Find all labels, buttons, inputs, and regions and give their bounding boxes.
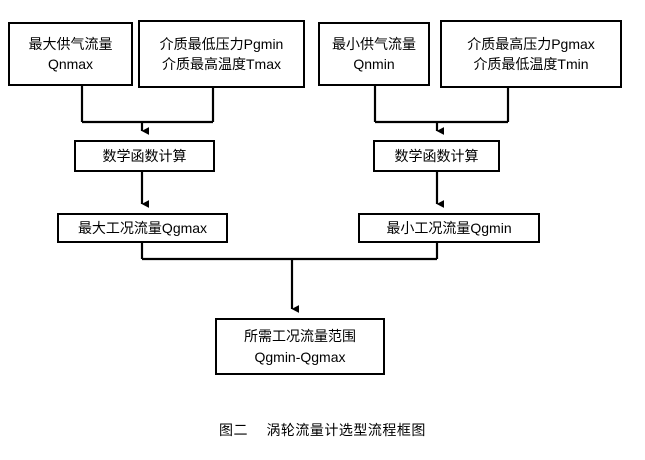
node-max-supply-flow[interactable]: 最大供气流量 Qnmax [8, 22, 133, 86]
node-max-working-flow-qgmax-label: 最大工况流量Qgmax [77, 219, 208, 236]
node-min-working-flow-qgmin-label: 最小工况流量Qgmin [386, 219, 512, 236]
node-min-supply-flow[interactable]: 最小供气流量 Qnmin [318, 22, 430, 86]
node-min-pressure-max-temp[interactable]: 介质最低压力Pgmin 介质最高温度Tmax [138, 20, 305, 88]
node-math-function-calc-right[interactable]: 数学函数计算 [373, 140, 500, 172]
node-min-supply-flow-line2: Qnmin [353, 56, 395, 72]
node-required-working-flow-range-line2: Qgmin-Qgmax [254, 348, 346, 365]
node-math-function-calc-left[interactable]: 数学函数计算 [74, 140, 215, 172]
node-min-pressure-max-temp-line2: 介质最高温度Tmax [162, 56, 281, 72]
node-min-supply-flow-line1: 最小供气流量 [332, 35, 416, 52]
node-max-working-flow-qgmax[interactable]: 最大工况流量Qgmax [57, 213, 228, 243]
node-max-pressure-min-temp-line1: 介质最高压力Pgmax [467, 35, 595, 52]
node-min-pressure-max-temp-line1: 介质最低压力Pgmin [159, 35, 284, 52]
figure-caption-text: 涡轮流量计选型流程框图 [266, 422, 426, 438]
node-max-pressure-min-temp-line2: 介质最低温度Tmin [473, 56, 589, 72]
node-min-working-flow-qgmin[interactable]: 最小工况流量Qgmin [358, 213, 540, 243]
node-max-supply-flow-line1: 最大供气流量 [28, 35, 113, 52]
node-math-function-calc-right-label: 数学函数计算 [394, 147, 479, 164]
node-max-pressure-min-temp[interactable]: 介质最高压力Pgmax 介质最低温度Tmin [440, 20, 622, 88]
node-required-working-flow-range-line1: 所需工况流量范围 [244, 328, 356, 345]
figure-caption: 图二 涡轮流量计选型流程框图 [0, 420, 645, 440]
node-required-working-flow-range[interactable]: 所需工况流量范围 Qgmin-Qgmax [215, 318, 385, 375]
node-max-supply-flow-line2: Qnmax [47, 56, 94, 72]
node-math-function-calc-left-label: 数学函数计算 [102, 147, 187, 164]
figure-caption-label: 图二 [219, 422, 249, 438]
